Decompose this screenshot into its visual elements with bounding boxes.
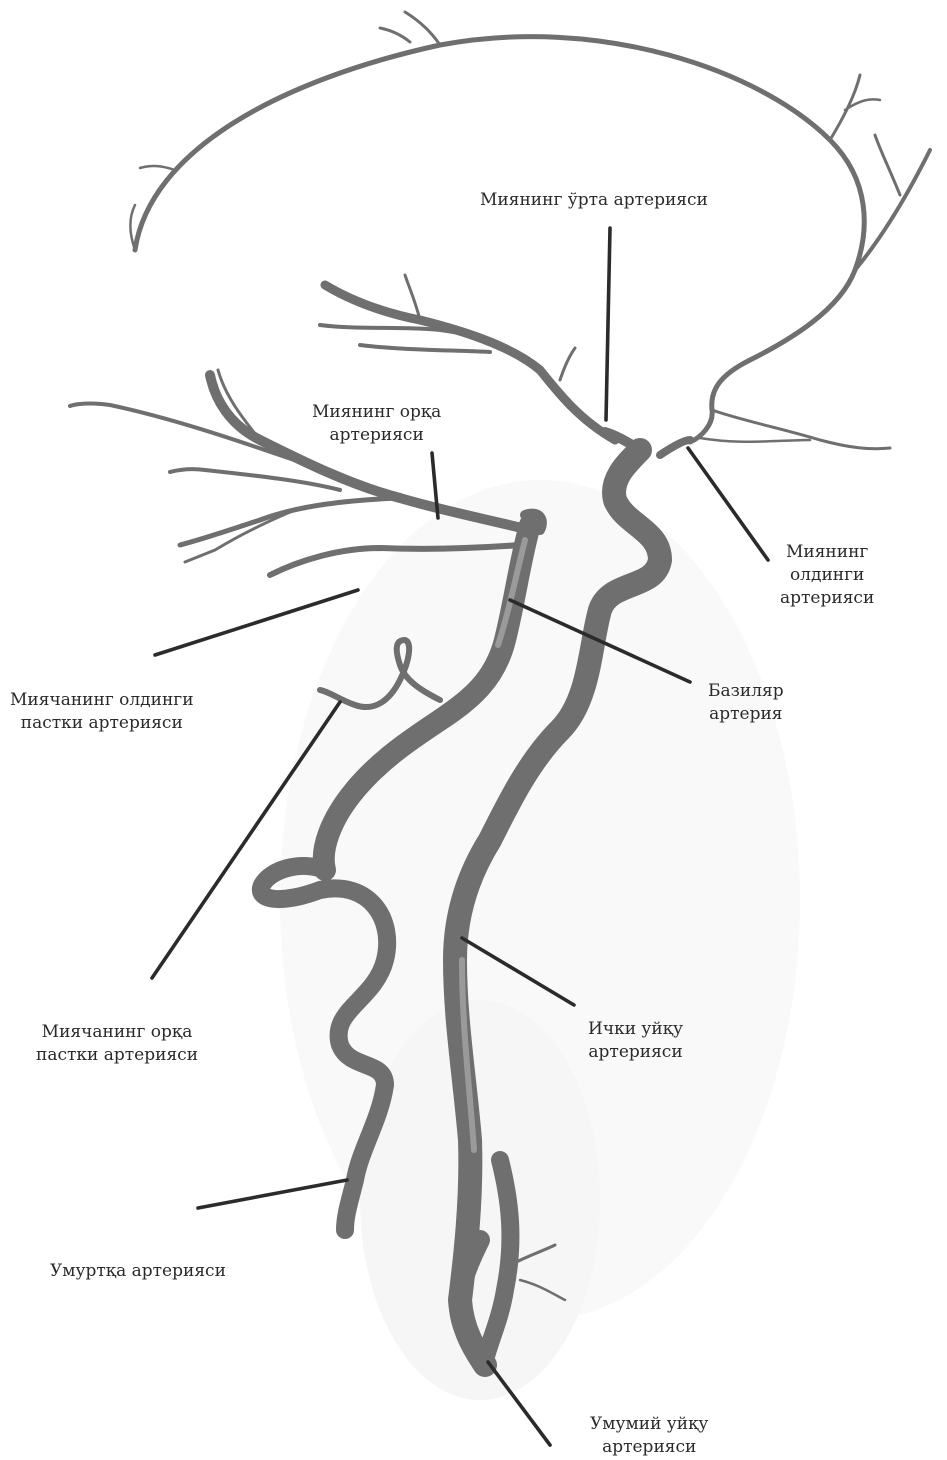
leader-vertebral [198, 1180, 347, 1208]
label-middle-cerebral-artery: Миянинг ўрта артерияси [480, 189, 708, 212]
label-vertebral-artery: Умуртқа артерияси [50, 1260, 226, 1283]
label-common-carotid-artery: Умумий уйқу артерияси [590, 1413, 708, 1459]
label-posterior-cerebral-artery: Миянинг орқа артерияси [312, 401, 441, 447]
label-anterior-cerebral-artery: Миянинг олдинги артерияси [780, 541, 874, 610]
label-basilar-artery: Базиляр артерия [708, 680, 784, 726]
leader-middle-cerebral [606, 228, 610, 420]
label-pica: Миячанинг орқа пастки артерияси [36, 1021, 198, 1067]
leader-aica [155, 590, 358, 655]
label-internal-carotid-artery: Ички уйқу артерияси [588, 1018, 683, 1064]
leader-anterior-cerebral [688, 448, 768, 560]
cerebral-arch-vessels [130, 12, 930, 449]
background-shading [280, 480, 800, 1400]
label-aica: Миячанинг олдинги пастки артерияси [10, 689, 194, 735]
